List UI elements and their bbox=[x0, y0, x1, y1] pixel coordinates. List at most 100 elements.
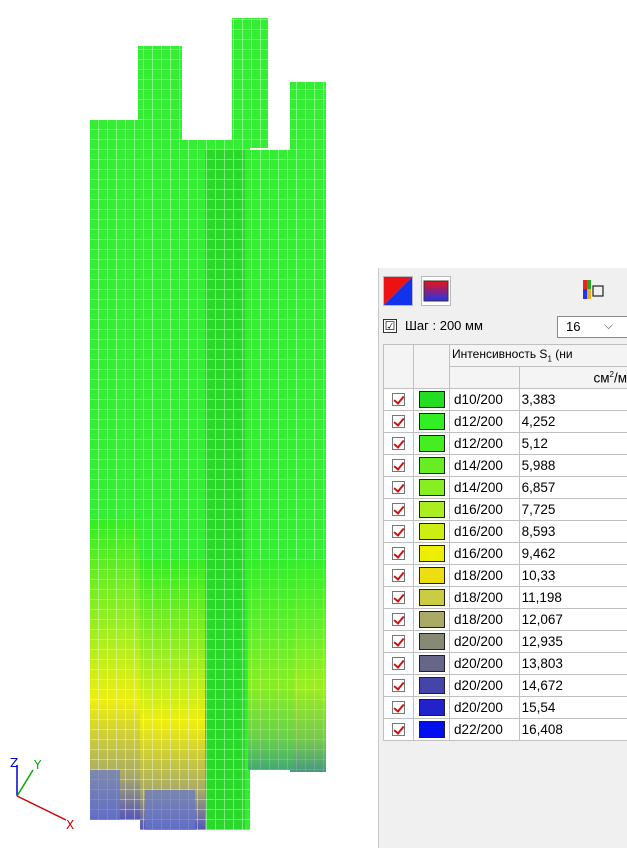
row-visibility-cell[interactable] bbox=[384, 609, 414, 631]
intensity-value: 3,383 bbox=[519, 389, 627, 411]
row-visibility-cell[interactable] bbox=[384, 675, 414, 697]
color-swatch bbox=[419, 721, 445, 738]
checkbox-icon[interactable] bbox=[392, 459, 405, 472]
intensity-value: 15,54 bbox=[519, 697, 627, 719]
step-count-select[interactable]: 16 ⌵ bbox=[557, 316, 627, 338]
rebar-label: d12/200 bbox=[450, 411, 520, 433]
intensity-value: 13,803 bbox=[519, 653, 627, 675]
color-scheme-diagonal-button[interactable] bbox=[383, 276, 413, 306]
rebar-label: d16/200 bbox=[450, 543, 520, 565]
checkbox-icon[interactable] bbox=[392, 547, 405, 560]
row-visibility-cell[interactable] bbox=[384, 587, 414, 609]
checkbox-icon[interactable] bbox=[392, 503, 405, 516]
row-visibility-cell[interactable] bbox=[384, 477, 414, 499]
intensity-value: 16,408 bbox=[519, 719, 627, 741]
layout-button[interactable] bbox=[579, 276, 609, 306]
row-visibility-cell[interactable] bbox=[384, 697, 414, 719]
rebar-label: d14/200 bbox=[450, 455, 520, 477]
checkbox-icon[interactable] bbox=[392, 415, 405, 428]
layout-icon bbox=[579, 276, 609, 306]
row-visibility-cell[interactable] bbox=[384, 389, 414, 411]
color-swatch bbox=[419, 633, 445, 650]
back-wall bbox=[232, 18, 268, 148]
rebar-label: d20/200 bbox=[450, 653, 520, 675]
color-swatch-cell bbox=[414, 543, 450, 565]
row-visibility-cell[interactable] bbox=[384, 521, 414, 543]
legend-title: Интенсивность S1 (ни bbox=[450, 345, 627, 367]
row-visibility-cell[interactable] bbox=[384, 543, 414, 565]
checkbox-icon[interactable] bbox=[392, 393, 405, 406]
rebar-label: d20/200 bbox=[450, 675, 520, 697]
rebar-label: d20/200 bbox=[450, 697, 520, 719]
red-blue-diagonal-icon bbox=[384, 277, 412, 305]
x-axis-label: X bbox=[66, 818, 74, 832]
checkbox-icon[interactable] bbox=[392, 723, 405, 736]
checkbox-icon[interactable] bbox=[392, 591, 405, 604]
center-core bbox=[140, 140, 250, 830]
color-swatch-cell bbox=[414, 609, 450, 631]
checkbox-icon[interactable] bbox=[392, 569, 405, 582]
checkbox-icon[interactable] bbox=[392, 481, 405, 494]
color-swatch-cell bbox=[414, 389, 450, 411]
row-visibility-cell[interactable] bbox=[384, 631, 414, 653]
checkbox-icon[interactable] bbox=[392, 657, 405, 670]
row-visibility-cell[interactable] bbox=[384, 455, 414, 477]
rebar-label: d14/200 bbox=[450, 477, 520, 499]
color-swatch bbox=[419, 479, 445, 496]
checkbox-icon[interactable] bbox=[392, 525, 405, 538]
chevron-down-icon: ⌵ bbox=[604, 318, 613, 333]
color-swatch bbox=[419, 567, 445, 584]
step-count-value: 16 bbox=[566, 319, 580, 334]
row-visibility-cell[interactable] bbox=[384, 653, 414, 675]
row-visibility-cell[interactable] bbox=[384, 565, 414, 587]
legend-panel: ☑ Шаг : 200 мм 16 ⌵ Интенсивность S1 (ни… bbox=[378, 268, 627, 848]
color-swatch bbox=[419, 699, 445, 716]
checkbox-icon[interactable] bbox=[392, 701, 405, 714]
color-swatch bbox=[419, 523, 445, 540]
header-empty bbox=[450, 367, 520, 389]
checkbox-icon[interactable] bbox=[392, 679, 405, 692]
rebar-label: d18/200 bbox=[450, 609, 520, 631]
color-swatch-cell bbox=[414, 499, 450, 521]
row-visibility-cell[interactable] bbox=[384, 499, 414, 521]
intensity-value: 5,12 bbox=[519, 433, 627, 455]
row-visibility-cell[interactable] bbox=[384, 411, 414, 433]
checkbox-icon[interactable] bbox=[392, 613, 405, 626]
color-swatch-cell bbox=[414, 455, 450, 477]
color-swatch bbox=[419, 677, 445, 694]
intensity-value: 9,462 bbox=[519, 543, 627, 565]
intensity-value: 7,725 bbox=[519, 499, 627, 521]
color-swatch-cell bbox=[414, 653, 450, 675]
color-swatch-cell bbox=[414, 477, 450, 499]
rebar-label: d10/200 bbox=[450, 389, 520, 411]
checkbox-icon[interactable] bbox=[392, 437, 405, 450]
row-visibility-cell[interactable] bbox=[384, 433, 414, 455]
checkbox-icon[interactable] bbox=[392, 635, 405, 648]
model-viewport[interactable]: Z Y X bbox=[0, 0, 380, 854]
color-swatch-cell bbox=[414, 631, 450, 653]
color-scheme-gradient-button[interactable] bbox=[421, 276, 451, 306]
step-checkbox[interactable]: ☑ bbox=[383, 319, 397, 333]
row-visibility-cell[interactable] bbox=[384, 719, 414, 741]
color-swatch bbox=[419, 435, 445, 452]
axis-triad bbox=[17, 765, 66, 820]
color-swatch-cell bbox=[414, 411, 450, 433]
y-axis-label: Y bbox=[34, 758, 41, 772]
color-swatch bbox=[419, 501, 445, 518]
